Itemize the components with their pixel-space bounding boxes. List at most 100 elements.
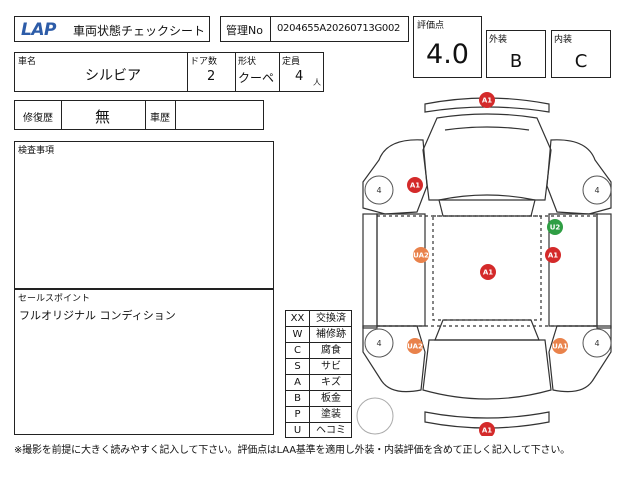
sales-point-text: フルオリジナル コンディション bbox=[19, 309, 176, 322]
legend-name: キズ bbox=[321, 377, 341, 388]
damage-marks: A1 A1 U2 UA2 A1 A1 UA2 UA1 A1 bbox=[407, 92, 568, 436]
inspection-box: 検査事項 bbox=[14, 141, 274, 289]
right-door-mark-label: U2 bbox=[550, 224, 561, 232]
repair-history-row: 修復歴 無 車歴 bbox=[14, 100, 264, 130]
legend-name: ヘコミ bbox=[316, 425, 346, 436]
car-history-label: 車歴 bbox=[150, 113, 170, 124]
rear-right-tire-icon bbox=[582, 328, 612, 358]
rear-left-tire-icon bbox=[364, 328, 394, 358]
hood-line bbox=[444, 126, 530, 131]
divider bbox=[145, 101, 146, 129]
legend-code: XX bbox=[286, 311, 310, 326]
roof-mark-label: A1 bbox=[483, 269, 493, 277]
legend-code: B bbox=[286, 391, 310, 406]
right-rocker-outline bbox=[596, 213, 612, 329]
right-quarter-mark bbox=[545, 247, 561, 263]
front-right-fender-outline bbox=[546, 139, 612, 215]
exterior-grade: B bbox=[509, 51, 523, 72]
divider bbox=[175, 101, 176, 129]
hood-outline bbox=[422, 113, 552, 201]
sheet-header: LAP 車両状態チェックシート bbox=[14, 16, 210, 42]
score-box: 評価点 4.0 bbox=[413, 16, 482, 78]
left-door-mark-label: UA2 bbox=[413, 252, 429, 260]
left-rocker-outline bbox=[362, 213, 378, 329]
car-name-label: 車名 bbox=[18, 57, 37, 67]
left-door-outline bbox=[376, 213, 426, 327]
legend-row: C 腐食 bbox=[286, 343, 351, 359]
trunk-outline bbox=[422, 339, 552, 400]
legend-code: C bbox=[286, 343, 310, 358]
rear-right-fender-outline bbox=[548, 325, 612, 393]
spare-tire-icon bbox=[356, 397, 394, 435]
car-name: シルビア bbox=[85, 68, 141, 84]
sheet-title: 車両状態チェックシート bbox=[73, 24, 206, 38]
exterior-grade-box: 外装 B bbox=[486, 30, 546, 78]
footer-note: ※撮影を前提に大きく読みやすく記入して下さい。評価点はLAA基準を適用し外装・内… bbox=[14, 445, 570, 456]
legend-code: P bbox=[286, 407, 310, 422]
vehicle-info-row: 車名 シルビア ドア数 2 形状 クーペ 定員 4 人 bbox=[14, 52, 324, 92]
legend-row: XX 交換済 bbox=[286, 311, 351, 327]
divider bbox=[279, 53, 280, 91]
rear-window-outline bbox=[434, 319, 540, 341]
legend-name: 板金 bbox=[321, 393, 341, 404]
score-value: 4.0 bbox=[426, 39, 469, 70]
body-shape-label: 形状 bbox=[238, 57, 257, 67]
roof-mark bbox=[480, 264, 496, 280]
front-left-tire-icon bbox=[364, 175, 394, 205]
management-label: 管理No bbox=[226, 24, 263, 37]
legend-row: B 板金 bbox=[286, 391, 351, 407]
right-quarter-mark-label: A1 bbox=[548, 252, 558, 260]
front-left-fender-mark bbox=[407, 177, 423, 193]
legend-code: S bbox=[286, 359, 310, 374]
front-left-fender-outline bbox=[362, 139, 428, 215]
rear-right-tire-value: 4 bbox=[594, 339, 599, 348]
management-number-box: 管理No 0204655A20260713G002 bbox=[220, 16, 409, 42]
legend-row: W 補修跡 bbox=[286, 327, 351, 343]
right-rocker-mark bbox=[552, 338, 568, 354]
legend-name: 腐食 bbox=[321, 345, 341, 356]
rear-bumper-outline bbox=[424, 411, 550, 429]
front-right-tire-icon bbox=[582, 175, 612, 205]
rear-bumper-mark-label: A1 bbox=[482, 427, 492, 435]
doors-label: ドア数 bbox=[190, 57, 218, 67]
car-outline bbox=[362, 97, 612, 429]
divider bbox=[187, 53, 188, 91]
inspection-label: 検査事項 bbox=[18, 146, 55, 156]
legend-code: W bbox=[286, 327, 310, 342]
legend-code: U bbox=[286, 423, 310, 438]
rear-left-fender-outline bbox=[362, 325, 426, 393]
left-door-mark bbox=[413, 247, 429, 263]
front-left-tire-value: 4 bbox=[376, 186, 381, 195]
legend-row: U ヘコミ bbox=[286, 423, 351, 439]
divider bbox=[235, 53, 236, 91]
lap-logo: LAP bbox=[21, 20, 56, 40]
right-rocker-mark-label: UA1 bbox=[552, 343, 568, 351]
management-number: 0204655A20260713G002 bbox=[277, 23, 401, 34]
interior-grade-box: 内装 C bbox=[551, 30, 611, 78]
rear-bumper-mark bbox=[479, 422, 495, 436]
exterior-label: 外装 bbox=[489, 35, 508, 45]
sales-point-box: セールスポイント フルオリジナル コンディション bbox=[14, 289, 274, 435]
capacity-label: 定員 bbox=[282, 57, 301, 67]
legend-code: A bbox=[286, 375, 310, 390]
repair-history-label: 修復歴 bbox=[23, 113, 53, 124]
car-damage-diagram: 4 4 4 4 A1 A1 U2 UA2 A1 A1 UA2 UA1 A1 bbox=[356, 92, 612, 436]
interior-label: 内装 bbox=[554, 35, 573, 45]
repair-history-value: 無 bbox=[95, 108, 111, 126]
interior-grade: C bbox=[574, 51, 588, 72]
left-rocker-mark bbox=[407, 338, 423, 354]
windshield-outline bbox=[438, 194, 536, 217]
management-label-cell: 管理No bbox=[221, 17, 271, 41]
legend-name: 交換済 bbox=[316, 313, 346, 324]
capacity-unit: 人 bbox=[313, 78, 321, 87]
front-right-tire-value: 4 bbox=[594, 186, 599, 195]
tires: 4 4 4 4 bbox=[356, 175, 612, 435]
front-bumper-mark-label: A1 bbox=[482, 97, 492, 105]
sales-point-label: セールスポイント bbox=[18, 294, 91, 304]
legend-name: 補修跡 bbox=[316, 329, 346, 340]
divider bbox=[61, 101, 62, 129]
capacity-value: 4 bbox=[295, 69, 304, 84]
